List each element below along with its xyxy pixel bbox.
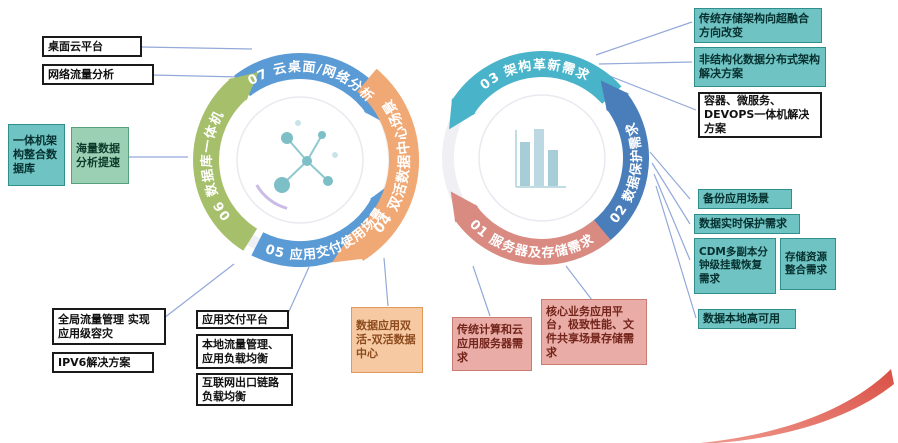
segment-04-arc bbox=[332, 68, 420, 263]
left-wheel: 07 云桌面/网络分析 06 数据库一体机 05 应用交付使用场景 04 双活数… bbox=[193, 52, 420, 268]
purple-accent-arc bbox=[255, 184, 288, 210]
box-desktop-cloud: 桌面云平台 bbox=[42, 36, 142, 57]
connector-realtime bbox=[651, 162, 691, 225]
segment-02-arc bbox=[584, 80, 650, 249]
box-cloud-server: 传统计算和云应用服务器需求 bbox=[452, 317, 532, 371]
box-internet-lb: 互联网出口链路负载均衡 bbox=[196, 373, 293, 406]
box-realtime: 数据实时保护需求 bbox=[694, 214, 800, 234]
box-massive-data: 海量数据分析提速 bbox=[71, 127, 129, 184]
connector-app-delivery bbox=[285, 266, 310, 319]
network-nodes-icon bbox=[274, 120, 338, 193]
box-container: 容器、微服务、DEVOPS一体机解决方案 bbox=[698, 92, 822, 138]
box-network-traffic: 网络流量分析 bbox=[42, 64, 154, 85]
box-global-traffic: 全局流量管理 实现应用级容灾 bbox=[52, 308, 166, 345]
segment-06-arc bbox=[193, 71, 259, 251]
segment-03-arc bbox=[449, 51, 622, 130]
box-local-lb: 本地流量管理、应用负载均衡 bbox=[196, 334, 293, 369]
right-wheel: 03 架构革新需求 02 数据保护需求 01 服务器及存储需求 bbox=[442, 51, 650, 265]
box-core-business: 核心业务应用平台，极致性能、文件共享场景存储需求 bbox=[541, 299, 647, 365]
connector-local-ha bbox=[655, 185, 697, 319]
connector-distributed bbox=[598, 61, 693, 65]
box-dual-active-dc: 数据应用双活-双活数据中心 bbox=[351, 307, 423, 373]
left-inner-circle bbox=[236, 96, 364, 224]
box-distributed: 非结构化数据分布式架构解决方案 bbox=[694, 47, 826, 87]
connector-backup bbox=[649, 151, 691, 200]
connector-core-business bbox=[565, 265, 593, 301]
box-cdm: CDM多副本分钟级挂载恢复需求 bbox=[694, 238, 776, 294]
connector-desktop-cloud bbox=[141, 46, 253, 50]
connector-cdm bbox=[653, 173, 691, 261]
box-app-delivery: 应用交付平台 bbox=[196, 310, 289, 329]
box-pooling: 存储资源整合需求 bbox=[780, 238, 836, 290]
segment-01-arc bbox=[450, 191, 611, 265]
connector-cloud-server bbox=[472, 265, 491, 317]
swoosh-arrow bbox=[700, 369, 894, 443]
box-backup: 备份应用场景 bbox=[698, 189, 792, 209]
connector-container bbox=[601, 72, 697, 111]
connector-global-traffic bbox=[163, 263, 235, 319]
connector-lines bbox=[128, 21, 697, 319]
box-ipv6: IPV6解决方案 bbox=[52, 352, 154, 373]
box-appliance-db: 一体机架构整合数据库 bbox=[8, 124, 65, 186]
bar-chart-icon bbox=[515, 129, 566, 188]
box-hci: 传统存储架构向超融合方向改变 bbox=[694, 8, 822, 43]
box-local-ha: 数据本地高可用 bbox=[698, 309, 796, 329]
connector-network-traffic bbox=[151, 74, 241, 78]
connector-dual-active bbox=[383, 257, 389, 307]
connector-hci bbox=[595, 21, 693, 56]
